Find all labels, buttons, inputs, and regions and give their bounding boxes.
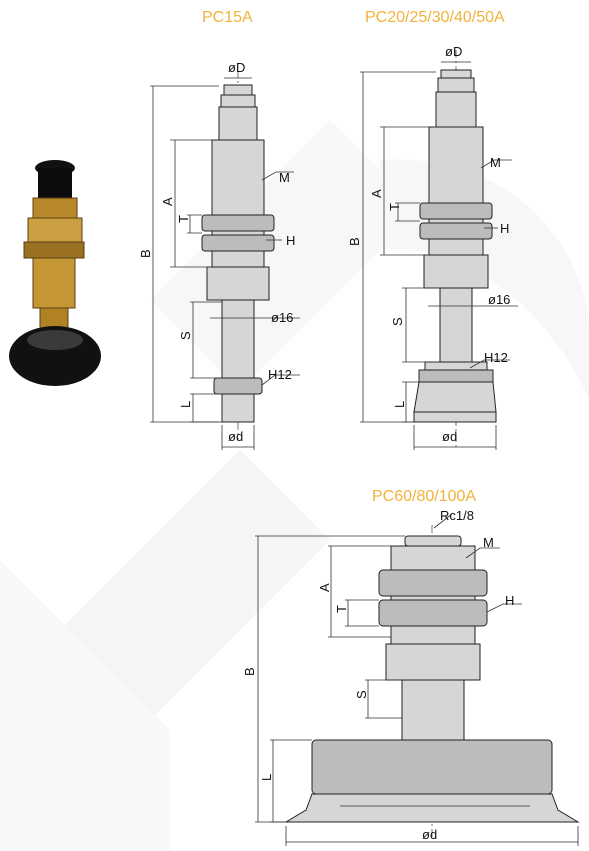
pc60-label-a: A bbox=[317, 583, 332, 592]
pc60-label-b: B bbox=[242, 667, 257, 676]
title-pc15a: PC15A bbox=[202, 9, 253, 26]
pc60-label-m: M bbox=[483, 535, 494, 550]
title-pc60-100a: PC60/80/100A bbox=[372, 488, 476, 505]
pc60-label-s: S bbox=[354, 690, 369, 699]
pc15a-dimensions bbox=[150, 77, 300, 450]
pc60-label-l: L bbox=[259, 774, 274, 781]
pc20-label-l: L bbox=[392, 401, 407, 408]
pc20-label-t: T bbox=[387, 203, 402, 211]
pc60-label-t: T bbox=[334, 605, 349, 613]
pc20-label-odsmall: ød bbox=[442, 429, 457, 444]
pc15a-label-a: A bbox=[160, 197, 175, 206]
pc15a-label-s: S bbox=[178, 331, 193, 340]
pc20-label-s: S bbox=[390, 317, 405, 326]
pc15a-label-m: M bbox=[279, 170, 290, 185]
pc60-dimensions bbox=[255, 513, 579, 846]
pc15a-label-b: B bbox=[138, 249, 153, 258]
pc20-dimensions bbox=[360, 61, 518, 450]
pc60-drawing bbox=[284, 525, 580, 840]
pc20-label-h: H bbox=[500, 221, 509, 236]
pc15a-label-l: L bbox=[178, 401, 193, 408]
product-photo bbox=[9, 160, 101, 386]
pc20-label-od: øD bbox=[445, 44, 462, 59]
pc15a-label-h12: H12 bbox=[268, 367, 292, 382]
pc20-drawing bbox=[413, 50, 497, 450]
pc15a-drawing bbox=[201, 70, 275, 440]
pc15a-label-t: T bbox=[176, 215, 191, 223]
pc60-label-odsmall: ød bbox=[422, 827, 437, 842]
pc60-label-rc: Rc1/8 bbox=[440, 508, 474, 523]
pc20-label-h12: H12 bbox=[484, 350, 508, 365]
pc15a-label-o16: ø16 bbox=[271, 310, 293, 325]
pc20-label-m: M bbox=[490, 155, 501, 170]
pc20-label-b: B bbox=[347, 237, 362, 246]
pc15a-label-od: øD bbox=[228, 60, 245, 75]
pc20-label-a: A bbox=[369, 189, 384, 198]
pc20-label-o16: ø16 bbox=[488, 292, 510, 307]
pc15a-label-odsmall: ød bbox=[228, 429, 243, 444]
pc15a-label-h: H bbox=[286, 233, 295, 248]
pc60-label-h: H bbox=[505, 593, 514, 608]
title-pc20-50a: PC20/25/30/40/50A bbox=[365, 9, 505, 26]
